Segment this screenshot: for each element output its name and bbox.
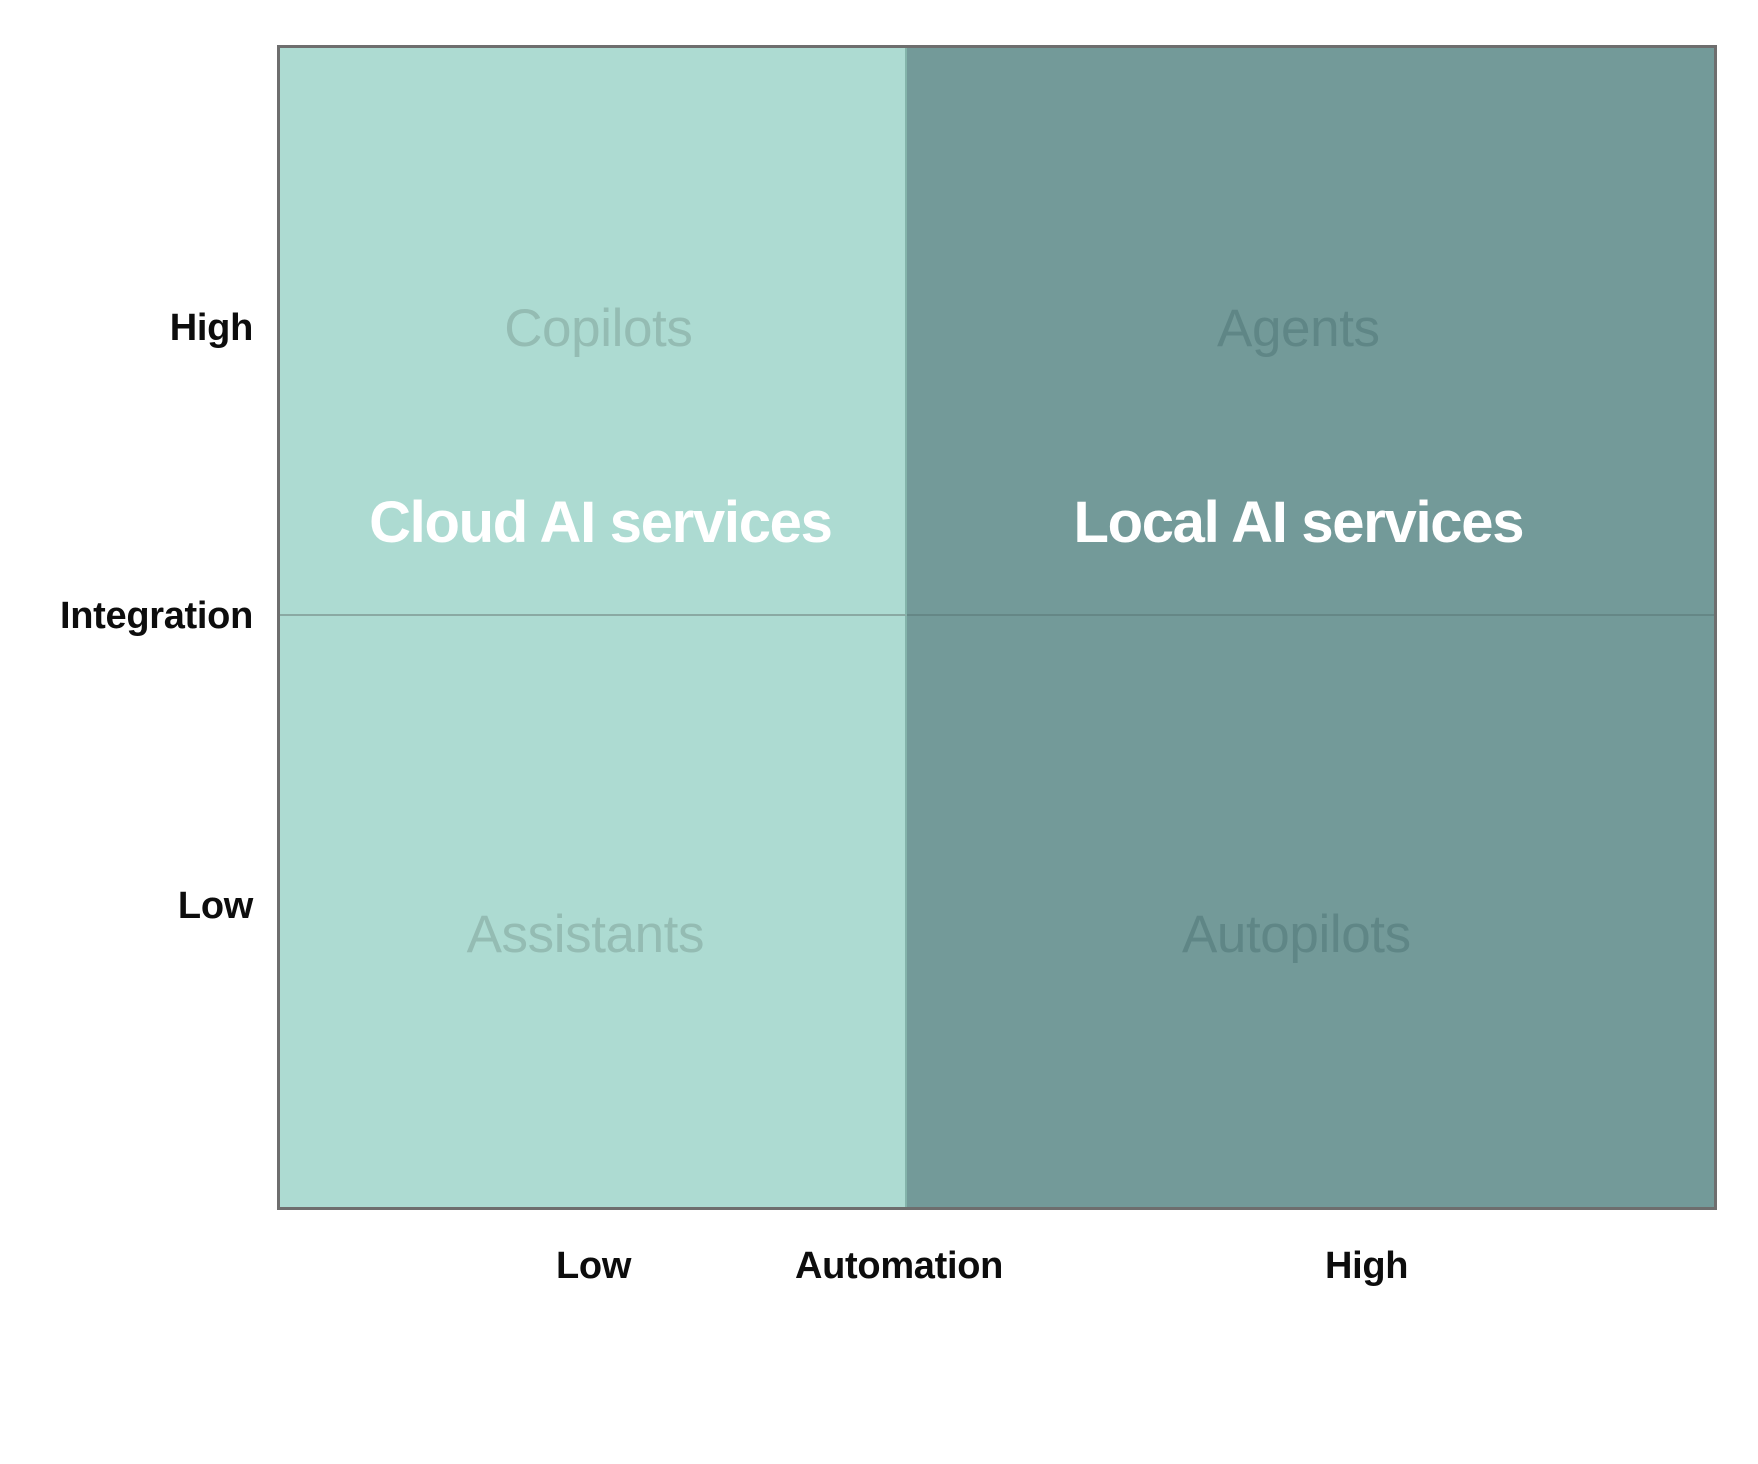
x-axis-tick-low: Low: [556, 1245, 632, 1287]
quadrant-top-left[interactable]: Copilots Cloud AI services: [280, 48, 907, 616]
quadrant-bottom-right[interactable]: Autopilots: [906, 615, 1714, 1207]
quadrant-label-agents: Agents: [1217, 299, 1380, 358]
x-axis-label-row: Low Automation High: [277, 1245, 1717, 1295]
quadrant-label-assistants: Assistants: [466, 904, 705, 964]
quadrant-label-copilots: Copilots: [504, 299, 693, 358]
y-axis-title: Integration: [59, 595, 253, 637]
quadrant-label-autopilots: Autopilots: [1181, 904, 1411, 964]
quadrant-grid: Copilots Cloud AI services Agents Local …: [280, 48, 1714, 1207]
group-label-local-ai-services: Local AI services: [1073, 489, 1524, 555]
y-axis-tick-high: High: [169, 307, 254, 349]
group-label-cloud-ai-services: Cloud AI services: [369, 489, 833, 555]
quadrant-bottom-left[interactable]: Assistants: [280, 615, 907, 1207]
x-axis-tick-high: High: [1325, 1245, 1409, 1287]
x-axis-title: Automation: [795, 1245, 1004, 1287]
quadrant-top-right[interactable]: Agents Local AI services: [906, 48, 1714, 616]
plot-frame: Copilots Cloud AI services Agents Local …: [277, 45, 1717, 1210]
y-axis-tick-low: Low: [177, 885, 253, 927]
